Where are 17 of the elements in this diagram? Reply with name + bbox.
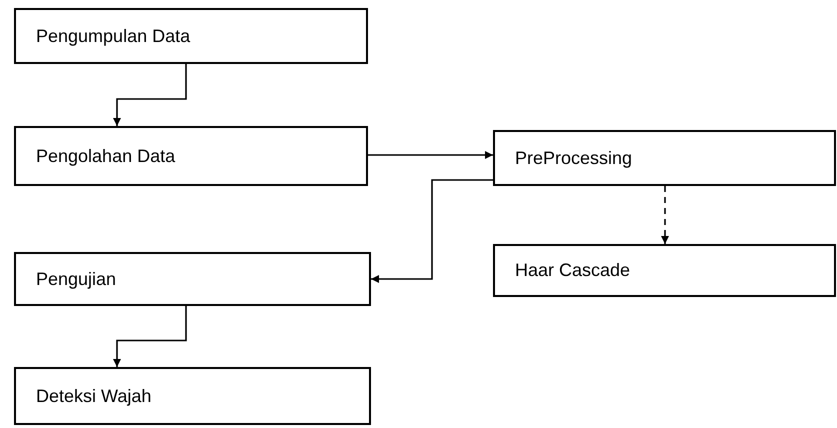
arrow <box>661 186 669 244</box>
process-box <box>493 244 836 297</box>
box-label: PreProcessing <box>515 148 632 168</box>
process-box <box>14 8 368 64</box>
box-label: Pengumpulan Data <box>36 26 190 46</box>
arrow <box>113 306 187 367</box>
arrow <box>113 64 187 126</box>
box-label: Pengujian <box>36 268 116 290</box>
box-label: Deteksi Wajah <box>36 386 152 406</box>
arrow <box>368 151 493 159</box>
process-box <box>14 252 371 306</box>
box-label: Haar Cascade <box>515 260 630 281</box>
box-label: Pengolahan Data <box>36 146 176 166</box>
arrow <box>371 179 493 283</box>
process-box <box>493 130 836 186</box>
process-box <box>14 126 368 186</box>
process-box <box>14 367 371 425</box>
